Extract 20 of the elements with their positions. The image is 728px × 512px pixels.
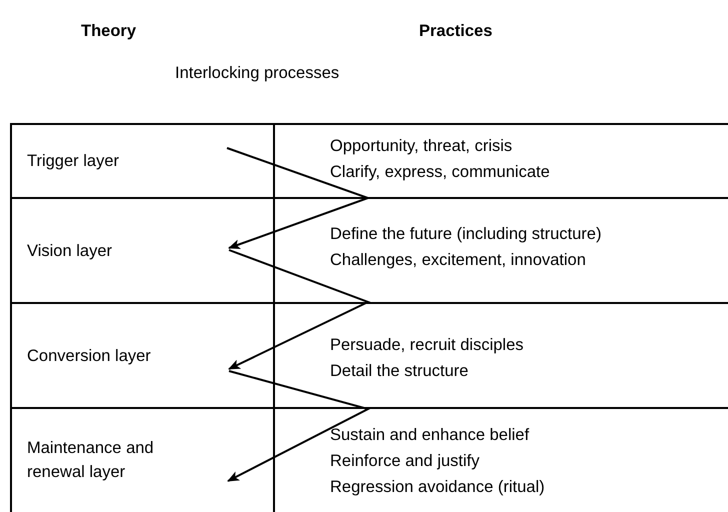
practice-text: Persuade, recruit disciples xyxy=(330,335,524,356)
practice-text: Challenges, excitement, innovation xyxy=(330,250,587,271)
zigzag-arrow xyxy=(227,370,371,482)
practice-text: Clarify, express, communicate xyxy=(330,162,550,183)
layer-name: Maintenance and renewal layer xyxy=(27,438,155,482)
practice-text: Sustain and enhance belief xyxy=(330,425,530,446)
layer-name: Trigger layer xyxy=(27,151,120,172)
practice-text: Reinforce and justify xyxy=(330,451,480,472)
layer-name: Conversion layer xyxy=(27,346,152,366)
column-heading: Practices xyxy=(419,22,492,41)
table-cell xyxy=(10,123,275,199)
zigzag-arrow xyxy=(228,249,371,370)
column-heading: Theory xyxy=(81,22,136,41)
zigzag-arrow xyxy=(226,147,371,249)
practice-text: Regression avoidance (ritual) xyxy=(330,477,545,498)
layer-name: Vision layer xyxy=(27,240,113,262)
section-heading: Interlocking processes xyxy=(175,64,340,83)
practice-text: Opportunity, threat, crisis xyxy=(330,136,514,157)
practice-text: Define the future (including structure) xyxy=(330,224,602,245)
practice-text: Detail the structure xyxy=(330,361,470,382)
